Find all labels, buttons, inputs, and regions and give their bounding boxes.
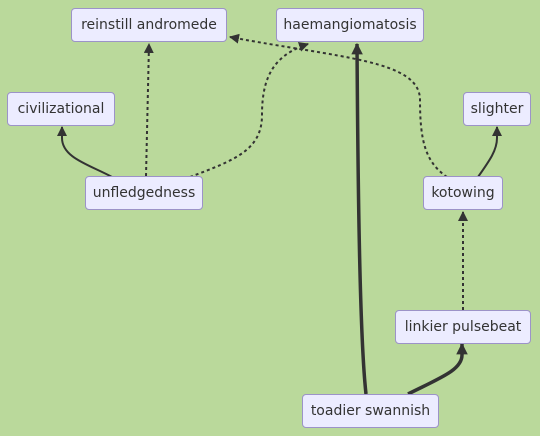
edge-unfledgedness-civilizational (57, 126, 113, 178)
node-civilizational[interactable]: civilizational (7, 92, 115, 126)
node-unfledgedness[interactable]: unfledgedness (85, 176, 203, 210)
node-label: kotowing (431, 185, 495, 201)
node-kotowing[interactable]: kotowing (423, 176, 503, 210)
node-slighter[interactable]: slighter (463, 92, 531, 126)
node-label: haemangiomatosis (283, 17, 417, 33)
node-linkier-pulsebeat[interactable]: linkier pulsebeat (395, 310, 531, 344)
node-label: slighter (470, 101, 524, 117)
node-label: reinstill andromede (81, 17, 217, 33)
node-toadier-swannish[interactable]: toadier swannish (302, 394, 439, 428)
edge-unfledgedness-reinstill (143, 43, 154, 177)
node-label: toadier swannish (310, 403, 431, 419)
node-haemangiomatosis[interactable]: haemangiomatosis (276, 8, 424, 42)
edge-kotowing-slighter (477, 126, 502, 178)
node-label: unfledgedness (92, 185, 196, 201)
edge-toadier-haemangiomatosis (351, 42, 368, 395)
node-label: linkier pulsebeat (404, 319, 522, 335)
node-reinstill-andromede[interactable]: reinstill andromede (71, 8, 227, 42)
edge-kotowing-reinstill (229, 33, 448, 178)
edge-toadier-linkier (407, 342, 468, 396)
edge-unfledgedness-haemangiomatosis (189, 42, 309, 178)
node-label: civilizational (17, 101, 105, 117)
